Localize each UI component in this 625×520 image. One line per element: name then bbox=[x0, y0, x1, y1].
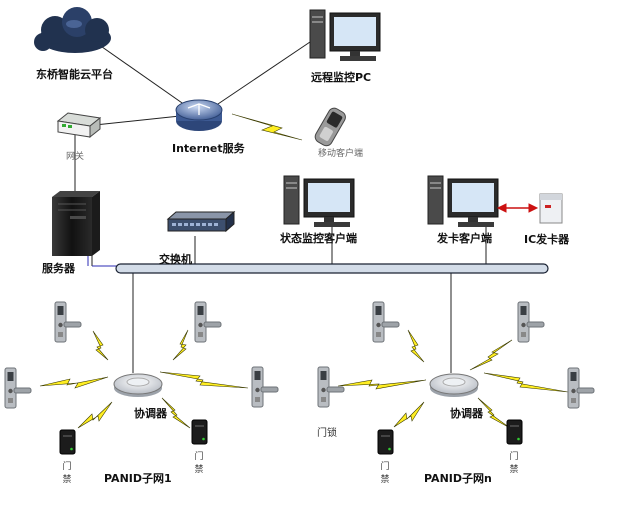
card-reader-icon bbox=[191, 419, 208, 445]
card-reader-icon bbox=[59, 429, 76, 455]
internet-label: Internet服务 bbox=[172, 142, 245, 155]
lock-label: 门锁 bbox=[317, 428, 337, 439]
coordinator-label: 协调器 bbox=[134, 407, 167, 420]
reader-label: 门禁 bbox=[509, 452, 519, 475]
cloud-icon bbox=[34, 7, 111, 53]
remote-pc-icon bbox=[309, 9, 381, 62]
wireless-bolt bbox=[92, 330, 109, 361]
mobile-label: 移动客户端 bbox=[318, 149, 364, 159]
switch-label: 交换机 bbox=[159, 253, 192, 266]
ic-issuer-label: IC发卡器 bbox=[524, 233, 570, 246]
wireless-bolt bbox=[172, 329, 189, 361]
wireless-bolt bbox=[39, 376, 109, 389]
coordinator-label: 协调器 bbox=[450, 407, 483, 420]
router-icon bbox=[175, 99, 223, 131]
card-reader-icon bbox=[377, 429, 394, 455]
door-lock-icon bbox=[517, 301, 545, 343]
coordinator-icon bbox=[113, 373, 163, 397]
network-bus bbox=[115, 263, 549, 274]
ic-card-issuer-icon bbox=[539, 193, 563, 224]
wireless-bolt bbox=[337, 379, 427, 390]
remote-pc-label: 远程监控PC bbox=[311, 71, 372, 84]
reader-label: 门禁 bbox=[380, 462, 390, 485]
subnet-label: PANID子网1 bbox=[104, 472, 172, 485]
status-client-pc-icon bbox=[283, 175, 355, 228]
pc-internet-link bbox=[214, 41, 311, 107]
wireless-bolt bbox=[407, 329, 425, 363]
switch-icon bbox=[166, 210, 236, 233]
wireless-bolt bbox=[77, 401, 113, 429]
door-lock-icon bbox=[54, 301, 82, 343]
wireless-bolt bbox=[161, 397, 191, 429]
status-client-label: 状态监控客户端 bbox=[280, 232, 357, 245]
cloud-label: 东桥智能云平台 bbox=[36, 68, 113, 81]
door-lock-icon bbox=[194, 301, 222, 343]
wireless-bolt bbox=[483, 372, 569, 393]
gateway-icon bbox=[56, 112, 102, 139]
gateway-internet-link bbox=[94, 115, 181, 126]
server-icon bbox=[52, 191, 100, 256]
double-arrow-icon bbox=[496, 203, 539, 213]
coordinator-icon bbox=[429, 373, 479, 397]
door-lock-icon bbox=[4, 367, 32, 409]
subnet-label: PANID子网n bbox=[424, 472, 492, 485]
door-lock-icon bbox=[567, 367, 595, 409]
wireless-bolt bbox=[393, 401, 425, 428]
wireless-bolt bbox=[469, 339, 513, 371]
reader-label: 门禁 bbox=[62, 462, 72, 485]
door-lock-icon bbox=[372, 301, 400, 343]
card-client-pc-icon bbox=[427, 175, 499, 228]
wireless-bolt bbox=[159, 371, 249, 389]
gateway-label: 网关 bbox=[66, 152, 85, 162]
cloud-internet-link bbox=[94, 41, 196, 113]
card-reader-icon bbox=[506, 419, 523, 445]
reader-label: 门禁 bbox=[194, 452, 204, 475]
wireless-bolt bbox=[231, 113, 303, 141]
server-label: 服务器 bbox=[42, 262, 75, 275]
card-client-label: 发卡客户端 bbox=[437, 232, 492, 245]
door-lock-icon bbox=[317, 366, 345, 408]
door-lock-icon bbox=[251, 366, 279, 408]
mobile-phone-icon bbox=[314, 107, 346, 147]
